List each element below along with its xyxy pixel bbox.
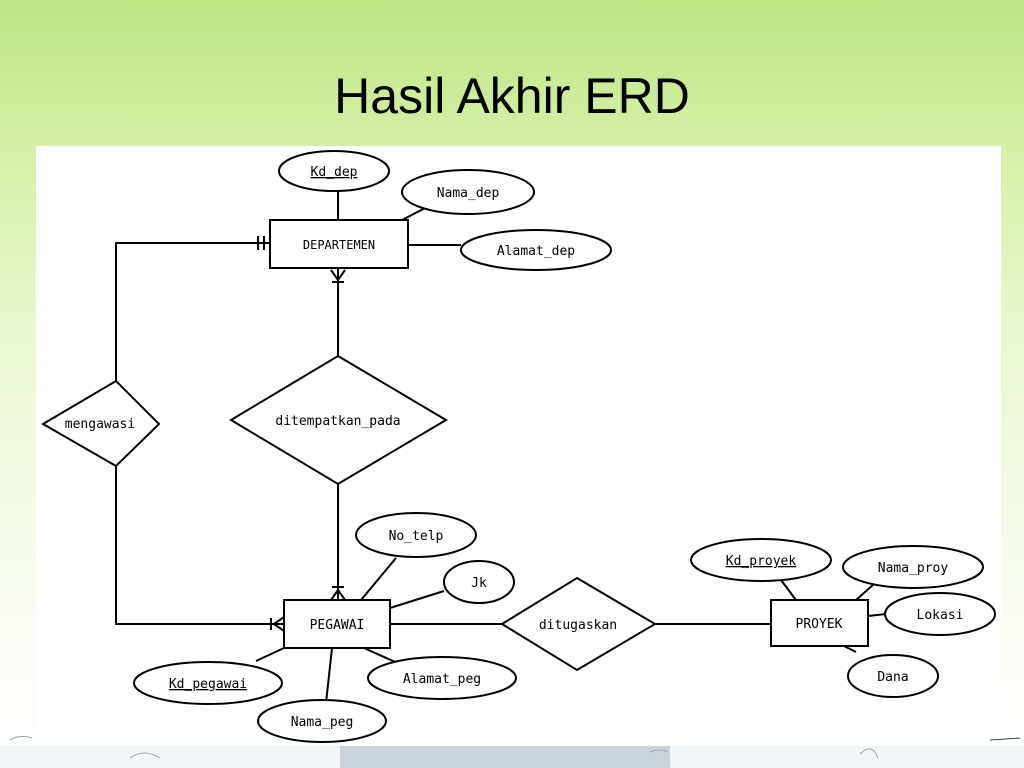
link-lokasi — [867, 613, 887, 617]
marker-foot-dep-left — [330, 269, 339, 281]
link-jk — [389, 590, 445, 609]
marker-foot-peg-left — [330, 589, 339, 601]
slide-title: Hasil Akhir ERD — [334, 68, 690, 124]
footer-decoration — [0, 735, 1024, 768]
attribute-nama-peg: Nama_peg — [257, 699, 387, 743]
relationship-ditugaskan-label: ditugaskan — [539, 618, 617, 633]
marker-foot-peg-upper — [273, 616, 285, 625]
attribute-dana: Dana — [847, 654, 939, 698]
link-kd-pegawai — [255, 647, 285, 662]
attribute-nama-dep: Nama_dep — [401, 169, 535, 215]
entity-proyek: PROYEK — [770, 599, 869, 647]
attribute-dana-label: Dana — [877, 670, 908, 685]
attribute-nama-proy-label: Nama_proy — [878, 561, 949, 576]
link-no-telp — [360, 557, 397, 601]
entity-pegawai: PEGAWAI — [283, 599, 391, 649]
attribute-alamat-dep: Alamat_dep — [460, 229, 612, 271]
relationship-ditugaskan: ditugaskan — [500, 576, 657, 672]
attribute-no-telp-label: No_telp — [389, 529, 444, 544]
link-mengawasi-pegawai — [115, 466, 284, 625]
attribute-kd-pegawai: Kd_pegawai — [133, 661, 283, 705]
link-kd-proyek — [780, 579, 797, 601]
link-nama-proy — [855, 583, 875, 601]
marker-foot-peg-right — [337, 589, 346, 601]
relationship-mengawasi-label: mengawasi — [65, 417, 135, 432]
attribute-nama-peg-label: Nama_peg — [291, 715, 354, 730]
attribute-lokasi: Lokasi — [884, 592, 996, 636]
attribute-kd-dep-label: Kd_dep — [311, 165, 358, 180]
erd-diagram: DEPARTEMEN PEGAWAI PROYEK mengawasi dite… — [36, 146, 1001, 746]
attribute-jk: Jk — [443, 560, 515, 604]
attribute-nama-proy: Nama_proy — [842, 545, 984, 589]
erd-canvas: DEPARTEMEN PEGAWAI PROYEK mengawasi dite… — [41, 150, 996, 743]
attribute-alamat-peg-label: Alamat_peg — [403, 672, 481, 687]
marker-foot-peg-lower — [273, 623, 285, 632]
attribute-lokasi-label: Lokasi — [917, 608, 964, 623]
attribute-alamat-peg: Alamat_peg — [367, 656, 517, 700]
attribute-kd-dep: Kd_dep — [278, 150, 390, 192]
entity-departemen: DEPARTEMEN — [269, 219, 409, 269]
relationship-ditempatkan-pada-label: ditempatkan_pada — [275, 414, 400, 429]
relationship-ditempatkan-pada: ditempatkan_pada — [229, 354, 448, 486]
relationship-mengawasi: mengawasi — [41, 379, 161, 468]
attribute-jk-label: Jk — [471, 576, 487, 591]
marker-foot-dep-right — [337, 269, 346, 281]
attribute-alamat-dep-label: Alamat_dep — [497, 244, 575, 259]
entity-pegawai-label: PEGAWAI — [310, 618, 365, 633]
link-nama-peg — [325, 647, 333, 704]
attribute-kd-proyek: Kd_proyek — [690, 538, 832, 582]
link-mengawasi-departemen — [115, 242, 270, 381]
attribute-kd-proyek-label: Kd_proyek — [726, 554, 797, 569]
attribute-nama-dep-label: Nama_dep — [437, 186, 500, 201]
attribute-kd-pegawai-label: Kd_pegawai — [169, 677, 247, 692]
attribute-no-telp: No_telp — [355, 512, 477, 558]
cardinality-markers — [257, 236, 346, 632]
entity-proyek-label: PROYEK — [796, 617, 843, 632]
entity-departemen-label: DEPARTEMEN — [303, 238, 375, 252]
